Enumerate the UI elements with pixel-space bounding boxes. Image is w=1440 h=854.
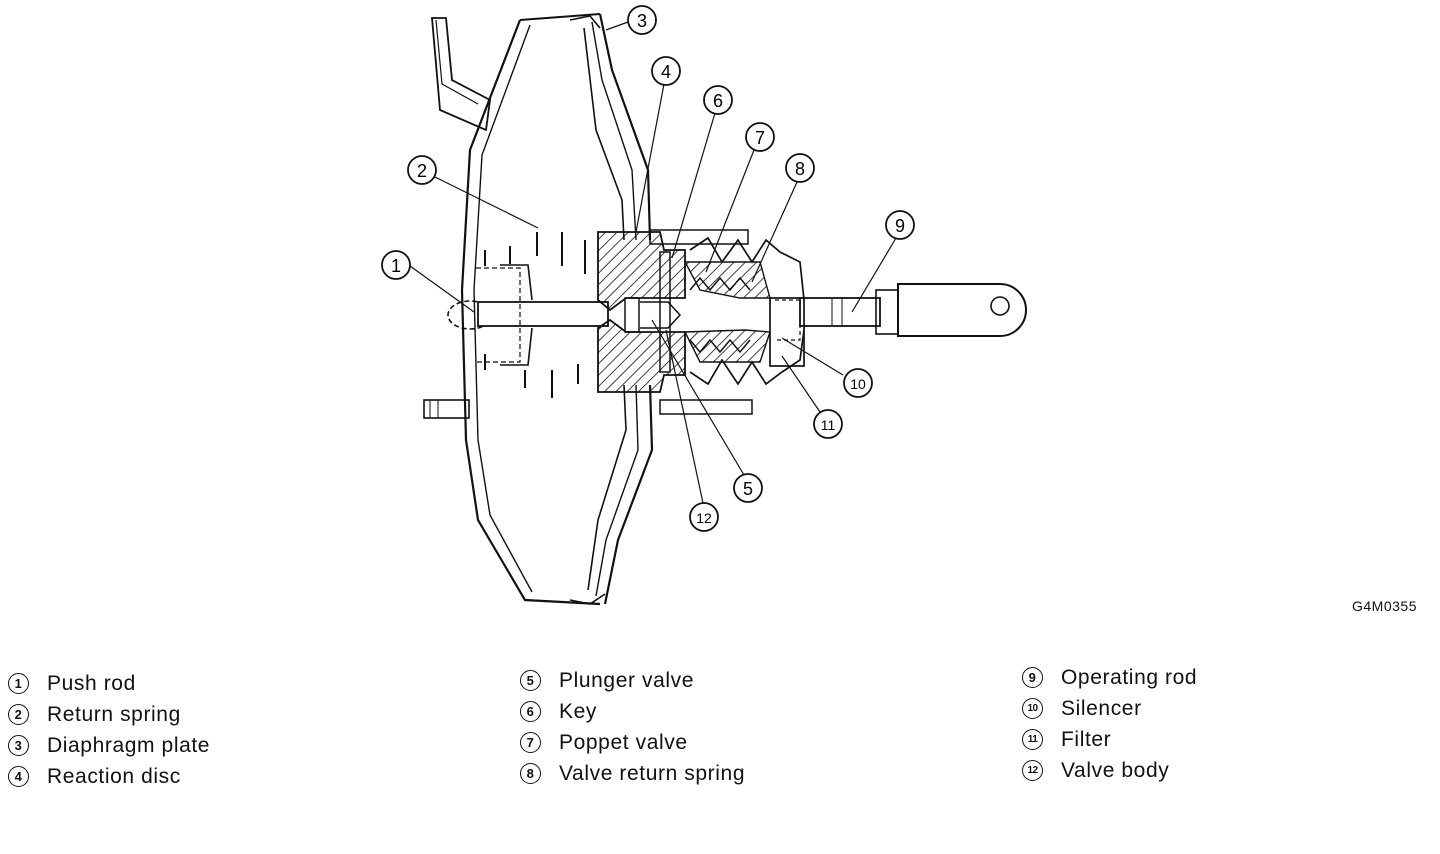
- legend-column-2: 5 Plunger valve 6 Key 7 Poppet valve 8 Valve…: [520, 665, 745, 789]
- callout-10: 10: [843, 368, 873, 398]
- svg-text:12: 12: [696, 510, 712, 526]
- legend-item: 7 Poppet valve: [520, 727, 745, 758]
- valve-body: [597, 231, 771, 393]
- front-shell: [460, 19, 601, 606]
- legend-column-3: 9 Operating rod 10 Silencer 11 Filter 12 Val…: [1022, 662, 1197, 786]
- legend-number: 11: [1022, 729, 1043, 750]
- legend-label: Push rod: [47, 671, 136, 695]
- legend-label: Operating rod: [1061, 665, 1198, 689]
- front-shell-inner: [473, 24, 533, 593]
- callout-8: 8: [785, 153, 815, 183]
- svg-text:6: 6: [713, 91, 723, 111]
- legend-number: 10: [1022, 698, 1043, 719]
- svg-text:4: 4: [661, 62, 671, 82]
- svg-text:5: 5: [743, 479, 753, 499]
- legend-number: 7: [520, 732, 541, 753]
- push-rod: [447, 264, 609, 366]
- legend-number: 6: [520, 701, 541, 722]
- callout-2: 2: [407, 155, 437, 185]
- svg-text:2: 2: [417, 161, 427, 181]
- legend-item: 11 Filter: [1022, 724, 1197, 755]
- callout-1: 1: [381, 250, 411, 280]
- legend-item: 4 Reaction disc: [8, 761, 210, 792]
- legend-label: Reaction disc: [47, 764, 181, 788]
- legend-label: Return spring: [47, 702, 181, 726]
- svg-text:11: 11: [821, 417, 836, 433]
- legend-item: 6 Key: [520, 696, 745, 727]
- legend-item: 12 Valve body: [1022, 755, 1197, 786]
- svg-text:9: 9: [895, 216, 905, 236]
- legend-item: 5 Plunger valve: [520, 665, 745, 696]
- legend-number: 1: [8, 673, 29, 694]
- rear-shell: [598, 13, 654, 605]
- diaphragm-plate: [583, 27, 627, 591]
- legend-number: 9: [1022, 667, 1043, 688]
- legend-item: 2 Return spring: [8, 699, 210, 730]
- legend-number: 3: [8, 735, 29, 756]
- callout-12: 12: [689, 502, 719, 532]
- legend-label: Diaphragm plate: [47, 733, 211, 757]
- legend-item: 9 Operating rod: [1022, 662, 1197, 693]
- legend-label: Key: [559, 699, 597, 723]
- boot: [689, 236, 805, 386]
- operating-rod: [799, 283, 1027, 337]
- svg-text:1: 1: [391, 256, 401, 276]
- vacuum-pipe: [431, 17, 491, 132]
- legend-label: Valve body: [1061, 758, 1170, 782]
- callout-7: 7: [745, 122, 775, 152]
- legend-label: Silencer: [1061, 696, 1142, 720]
- legend-label: Valve return spring: [559, 761, 746, 785]
- callout-3: 3: [627, 5, 657, 35]
- legend-item: 8 Valve return spring: [520, 758, 745, 789]
- svg-text:7: 7: [755, 128, 765, 148]
- svg-text:8: 8: [795, 159, 805, 179]
- legend-column-1: 1 Push rod 2 Return spring 3 Diaphragm plat…: [8, 668, 210, 792]
- callout-5: 5: [733, 473, 763, 503]
- legend-label: Plunger valve: [559, 668, 695, 692]
- figure-code: G4M0355: [1352, 598, 1417, 614]
- svg-text:10: 10: [850, 376, 866, 392]
- callout-4: 4: [651, 56, 681, 86]
- legend-number: 12: [1022, 760, 1043, 781]
- legend-item: 1 Push rod: [8, 668, 210, 699]
- brake-booster-diagram: 1 2 3 4 5 6 7 8 9 10 11 12: [381, 5, 1027, 606]
- svg-text:3: 3: [637, 11, 647, 31]
- callout-9: 9: [885, 210, 915, 240]
- callout-11: 11: [813, 409, 843, 439]
- legend-item: 3 Diaphragm plate: [8, 730, 210, 761]
- legend-number: 4: [8, 766, 29, 787]
- legend-item: 10 Silencer: [1022, 693, 1197, 724]
- legend-number: 8: [520, 763, 541, 784]
- legend-number: 2: [8, 704, 29, 725]
- legend-number: 5: [520, 670, 541, 691]
- legend-label: Poppet valve: [559, 730, 688, 754]
- callout-6: 6: [703, 85, 733, 115]
- legend-label: Filter: [1061, 727, 1112, 751]
